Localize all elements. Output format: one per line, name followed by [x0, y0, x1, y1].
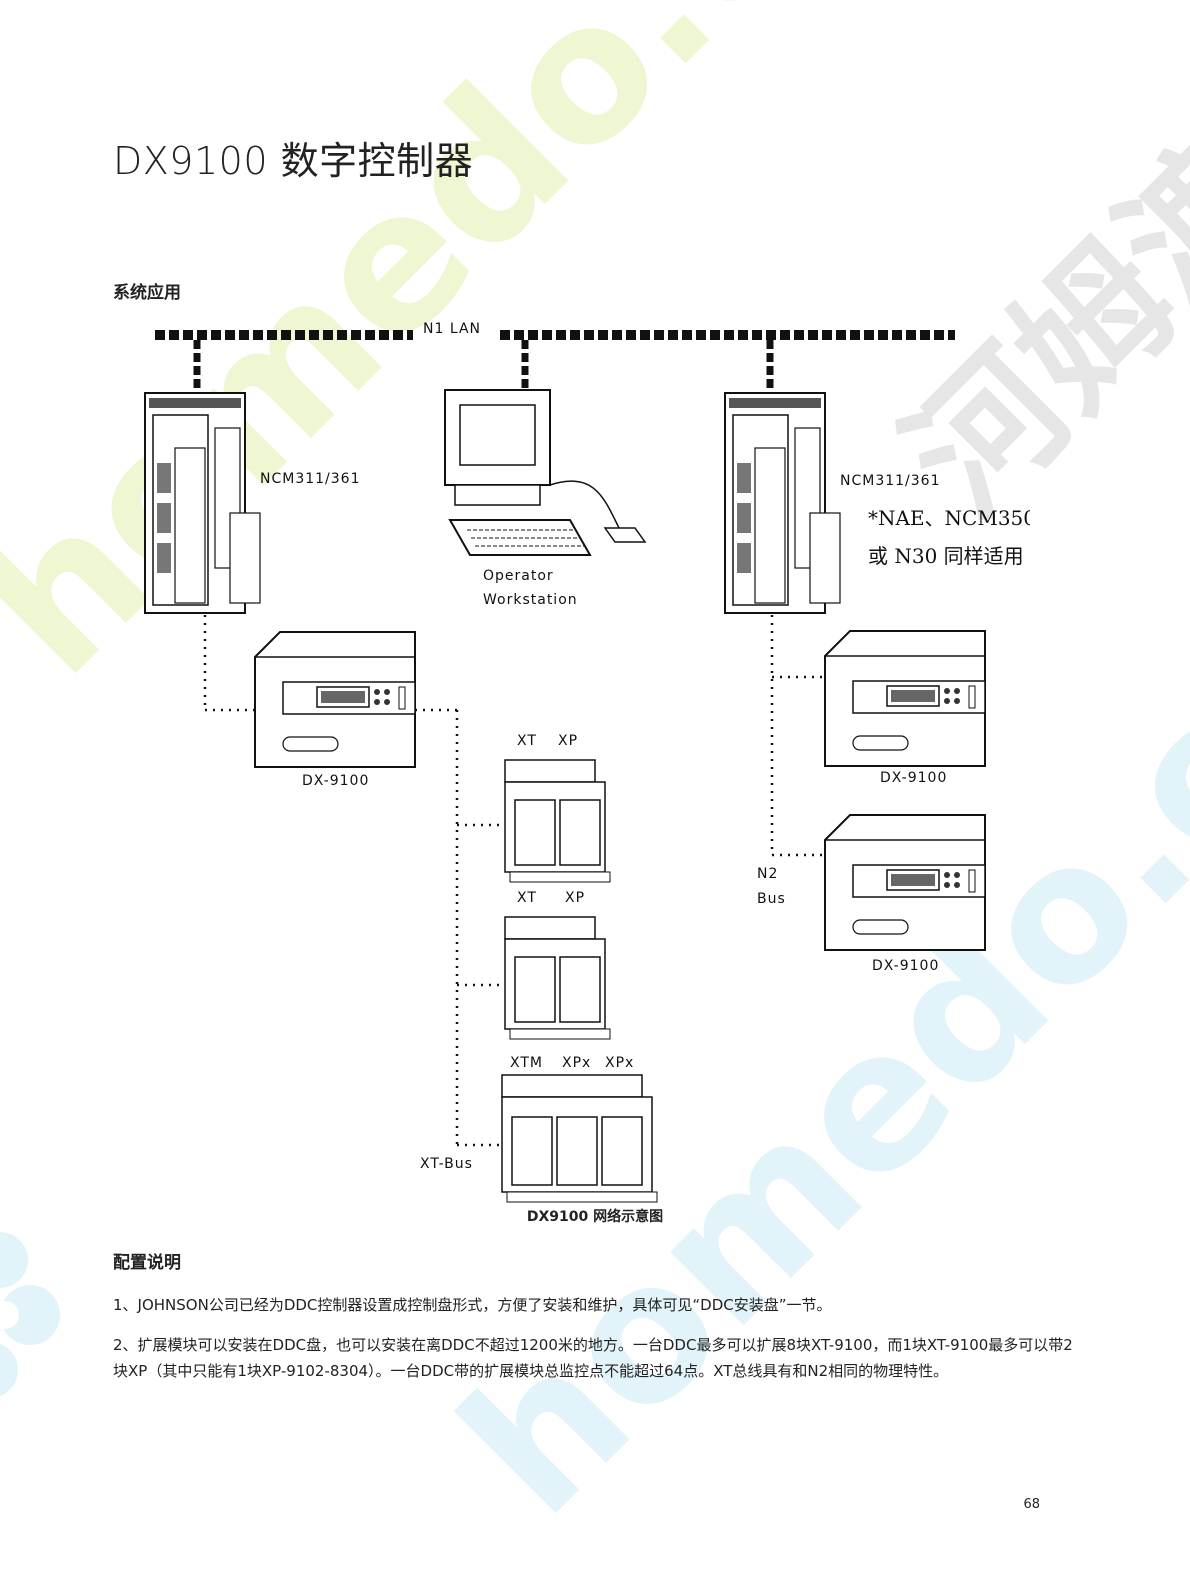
- network-diagram: N1 LAN NCM311/361 Operator Workstation N…: [144, 321, 1030, 1203]
- xt2-xp-label: XP: [565, 890, 585, 906]
- n1-lan-label: N1 LAN: [423, 321, 481, 337]
- dx-9100-right-bottom-device: [824, 814, 986, 951]
- ncm-left-device: [144, 392, 261, 614]
- xt-xp-module-1: [504, 759, 611, 883]
- xt1-xp-label: XP: [558, 733, 578, 749]
- xt1-xt-label: XT: [517, 733, 537, 749]
- ncm-right-label: NCM311/361: [840, 473, 941, 489]
- xpx2-label: XPx: [605, 1055, 634, 1071]
- watermark-flower-icon: [0, 1232, 60, 1397]
- n2-bus-label-line2: Bus: [757, 891, 786, 907]
- ncm-note-line1: *NAE、NCM350: [868, 506, 1030, 530]
- ncm-right-device: [724, 392, 841, 614]
- config-paragraph-1: 1、JOHNSON公司已经为DDC控制器设置成控制盘形式，方便了安装和维护，具体…: [113, 1296, 832, 1314]
- section-heading-config: 配置说明: [113, 1253, 181, 1273]
- section-heading-system: 系统应用: [113, 283, 181, 303]
- dx-9100-left-device: [254, 631, 416, 768]
- xpx1-label: XPx: [562, 1055, 591, 1071]
- page-title: DX9100 数字控制器: [113, 139, 474, 183]
- diagram-caption: DX9100 网络示意图: [526, 1209, 664, 1225]
- dx-9100-right-top-device: [824, 630, 986, 767]
- dx-left-label: DX-9100: [302, 773, 369, 789]
- config-paragraph-2: 2、扩展模块可以安装在DDC盘，也可以安装在离DDC不超过1200米的地方。一台…: [113, 1336, 1073, 1380]
- xt-bus-label: XT-Bus: [420, 1156, 473, 1172]
- ncm-left-label: NCM311/361: [260, 471, 361, 487]
- xtm-xpx-module: [501, 1074, 658, 1203]
- workstation-label-line1: Operator: [483, 568, 554, 584]
- xt-xp-module-2: [504, 916, 611, 1040]
- page-number: 68: [1023, 1497, 1040, 1512]
- dx-right-bottom-label: DX-9100: [872, 958, 939, 974]
- operator-workstation-device: [444, 389, 647, 556]
- ncm-note-line2: 或 N30 同样适用: [868, 544, 1024, 568]
- xtm-label: XTM: [510, 1055, 543, 1071]
- dx-right-top-label: DX-9100: [880, 770, 947, 786]
- n2-bus-label-line1: N2: [757, 866, 778, 882]
- xt2-xt-label: XT: [517, 890, 537, 906]
- workstation-label-line2: Workstation: [483, 592, 578, 608]
